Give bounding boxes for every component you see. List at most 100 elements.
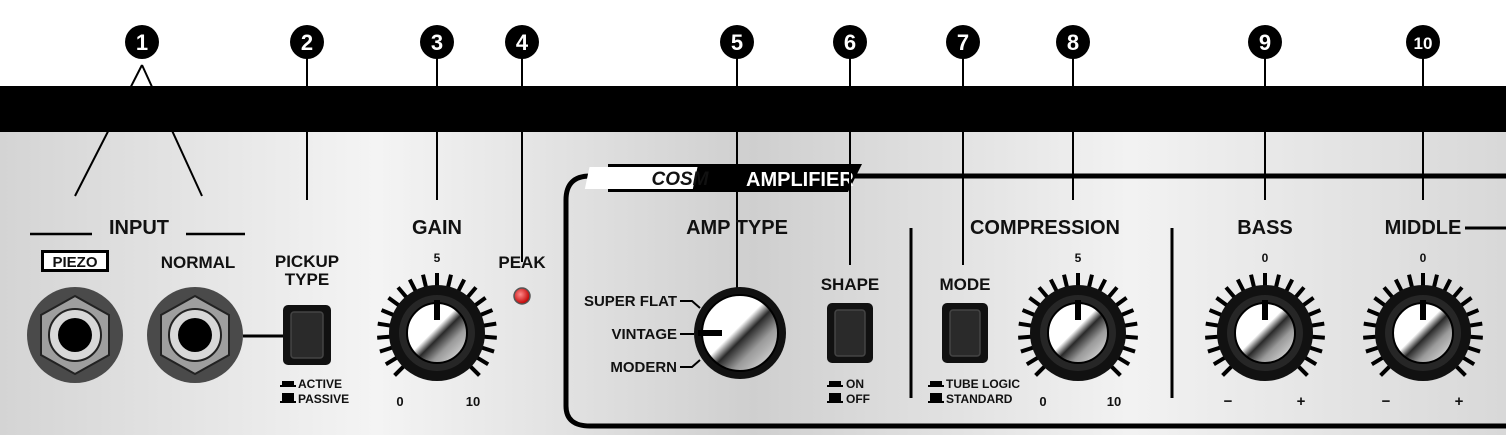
knob-tick [1293, 286, 1306, 300]
knob-tick [1020, 345, 1035, 354]
svg-text:9: 9 [1259, 30, 1271, 55]
knob-tick [1208, 308, 1224, 318]
knob-tick [1466, 345, 1481, 354]
knob-tick [1109, 364, 1122, 377]
svg-text:3: 3 [431, 30, 443, 55]
knob-tick [396, 286, 409, 300]
knob-tick [1097, 278, 1108, 293]
svg-text:10: 10 [1414, 34, 1433, 53]
svg-text:COSM: COSM [652, 169, 710, 190]
input-label: INPUT [109, 217, 169, 239]
knob-tick [456, 278, 467, 293]
callout-1: 1 [125, 25, 159, 59]
callout-7: 7 [946, 25, 980, 59]
compression-mode-button[interactable] [942, 303, 988, 363]
callout-lines [74, 58, 1424, 290]
gain-knob[interactable] [377, 273, 497, 381]
knob-tick [384, 355, 399, 367]
gain-mark-max: 10 [466, 394, 480, 409]
knob-tick [480, 345, 495, 354]
middle-knob[interactable] [1363, 273, 1483, 381]
knob-tick [1106, 286, 1119, 300]
knob-tick [1459, 296, 1473, 308]
knob-tick [1431, 274, 1439, 289]
shape-on-label: ON [846, 377, 864, 391]
knob-tick [387, 296, 401, 308]
passive-label: PASSIVE [298, 392, 349, 406]
amp-type-knob[interactable] [694, 287, 786, 379]
amp-type-label: AMP TYPE [686, 217, 788, 239]
shape-on-indicator-icon [827, 381, 843, 387]
tube-logic-label: TUBE LOGIC [946, 377, 1020, 391]
svg-text:4: 4 [516, 30, 529, 55]
knob-tick [1461, 355, 1476, 367]
compression-knob[interactable] [1018, 273, 1138, 381]
callout-8: 8 [1056, 25, 1090, 59]
shape-button[interactable] [827, 303, 873, 363]
knob-tick [1363, 334, 1378, 340]
knob-tick [1018, 334, 1033, 340]
shape-off-indicator-icon [827, 393, 843, 403]
knob-tick [1310, 334, 1325, 340]
svg-text:8: 8 [1067, 30, 1079, 55]
gain-label: GAIN [412, 217, 462, 239]
mode-label: MODE [940, 275, 991, 294]
svg-text:PIEZO: PIEZO [52, 254, 97, 271]
knob-tick [1365, 345, 1380, 354]
knob-tick [1224, 286, 1237, 300]
bass-mark-minus: − [1224, 393, 1233, 410]
pickup-type-button[interactable] [283, 305, 331, 365]
bass-label: BASS [1237, 217, 1293, 239]
svg-text:7: 7 [957, 30, 969, 55]
cosm-amplifier-label: AMPLIFIER [746, 169, 854, 191]
knob-tick [473, 296, 487, 308]
bass-mark-plus: + [1297, 393, 1306, 410]
knob-tick [468, 364, 481, 377]
knob-tick [1366, 308, 1382, 318]
callout-3: 3 [420, 25, 454, 59]
knob-tick [1301, 296, 1315, 308]
knob-tick [1393, 278, 1404, 293]
piezo-input-jack[interactable] [27, 287, 123, 383]
knob-tick [1407, 274, 1415, 289]
knob-tick [1363, 321, 1378, 328]
knob-tick [1451, 286, 1464, 300]
knob-tick [1235, 278, 1246, 293]
knob-tick [1308, 345, 1323, 354]
knob-tick [1273, 274, 1281, 289]
knob-tick [1205, 321, 1220, 328]
normal-input-jack[interactable] [147, 287, 243, 383]
knob-tick [1306, 308, 1322, 318]
knob-tick [482, 334, 497, 340]
knob-tick [1018, 321, 1033, 328]
knob-tick [1086, 274, 1094, 289]
knob-tick [393, 364, 406, 377]
svg-text:6: 6 [844, 30, 856, 55]
shape-off-label: OFF [846, 392, 870, 406]
bass-knob[interactable] [1205, 273, 1325, 381]
peak-label: PEAK [498, 253, 546, 272]
knob-tick [377, 321, 392, 328]
standard-indicator-icon [928, 393, 944, 403]
knob-tick [1034, 364, 1047, 377]
callout-10: 10 [1406, 25, 1440, 59]
knob-tick [1025, 355, 1040, 367]
standard-label: STANDARD [946, 392, 1013, 406]
callout-5: 5 [720, 25, 754, 59]
knob-tick [1028, 296, 1042, 308]
knob-tick [1464, 308, 1480, 318]
knob-tick [1382, 286, 1395, 300]
knob-tick [407, 278, 418, 293]
knob-tick [1021, 308, 1037, 318]
amp-type-option-super-flat: SUPER FLAT [584, 293, 677, 310]
knob-tick [421, 274, 429, 289]
knob-tick [1114, 296, 1128, 308]
passive-indicator-icon [280, 393, 296, 403]
middle-mark-minus: − [1382, 393, 1391, 410]
knob-tick [380, 308, 396, 318]
knob-tick [1116, 355, 1131, 367]
middle-label: MIDDLE [1385, 217, 1462, 239]
middle-mark-plus: + [1455, 393, 1464, 410]
knob-tick [1048, 278, 1059, 293]
knob-tick [1468, 321, 1483, 328]
